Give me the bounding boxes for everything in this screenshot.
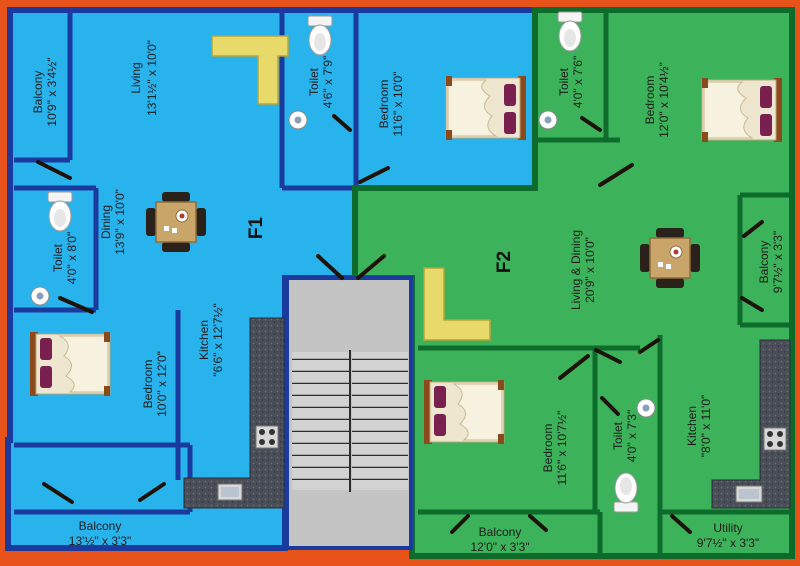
room-label-f2-balcony-side: Balcony 9'7½" x 3'3" <box>757 231 785 293</box>
svg-text:Balcony: Balcony <box>479 525 522 539</box>
svg-text:13'9" x 10'0": 13'9" x 10'0" <box>113 189 127 255</box>
svg-text:13'1½" x 10'0": 13'1½" x 10'0" <box>145 40 159 116</box>
svg-text:4'0" x 8'0": 4'0" x 8'0" <box>65 232 79 284</box>
room-label-f1-dining: Dining 13'9" x 10'0" <box>99 189 127 255</box>
room-label-f2-bedroom-bottom: Bedroom 11'6" x 10'7½" <box>541 411 569 486</box>
svg-text:Balcony: Balcony <box>31 71 45 114</box>
toilet-icon <box>47 191 73 232</box>
washbasin-icon <box>30 286 50 306</box>
svg-text:9'7½" x 3'3": 9'7½" x 3'3" <box>771 231 785 293</box>
room-label-f1-living: Living 13'1½" x 10'0" <box>129 40 159 116</box>
room-label-f1-balcony-bottom: Balcony 13'½" x 3'3" <box>69 519 131 548</box>
room-label-f1-bedroom-bottom: Bedroom 10'0" x 12'0" <box>141 351 169 417</box>
sink-icon <box>217 483 243 501</box>
room-label-f2-toilet-bottom: Toilet 4'0" x 7'3" <box>611 410 639 462</box>
svg-text:"8'0" x 11'0": "8'0" x 11'0" <box>699 395 713 458</box>
svg-text:Bedroom: Bedroom <box>141 360 155 409</box>
toilet-icon <box>613 472 639 513</box>
bed-icon <box>423 379 505 445</box>
room-label-f2-living-dining: Living & Dining 20'9" x 10'0" <box>569 230 597 310</box>
svg-text:"6'6" x 12'7½": "6'6" x 12'7½" <box>211 303 225 376</box>
svg-text:Bedroom: Bedroom <box>643 76 657 125</box>
svg-text:4'0" x 7'3": 4'0" x 7'3" <box>625 410 639 462</box>
svg-text:Balcony: Balcony <box>79 519 122 533</box>
svg-text:Kitchen: Kitchen <box>197 320 211 360</box>
svg-text:Living & Dining: Living & Dining <box>569 230 583 310</box>
washbasin-icon <box>636 398 656 418</box>
room-label-f2-bedroom-top: Bedroom 12'0" x 10'4½" <box>643 62 671 138</box>
svg-text:Toilet: Toilet <box>557 67 571 96</box>
f1-kitchen-counter <box>183 317 285 509</box>
f2-kitchen-counter <box>711 339 791 509</box>
svg-text:Bedroom: Bedroom <box>377 80 391 129</box>
room-label-f2-utility: Utility 9'7½" x 3'3" <box>697 521 759 550</box>
svg-text:Toilet: Toilet <box>307 67 321 96</box>
bed-icon <box>445 75 527 141</box>
door-swings <box>36 114 764 534</box>
svg-text:10'0" x 12'0": 10'0" x 12'0" <box>155 351 169 417</box>
room-label-f1-bedroom-top: Bedroom 11'6" x 10'0" <box>377 72 405 137</box>
svg-text:11'6" x 10'0": 11'6" x 10'0" <box>391 72 405 137</box>
svg-text:Balcony: Balcony <box>757 241 771 284</box>
svg-text:4'6" x 7'9": 4'6" x 7'9" <box>321 56 335 108</box>
svg-text:13'½" x 3'3": 13'½" x 3'3" <box>69 534 131 548</box>
svg-text:Toilet: Toilet <box>611 421 625 450</box>
svg-text:11'6" x 10'7½": 11'6" x 10'7½" <box>555 411 569 486</box>
unit-label-f1: F1 <box>246 216 267 239</box>
toilet-icon <box>557 11 583 52</box>
stove-icon <box>763 427 787 451</box>
unit-label-f2: F2 <box>494 251 515 273</box>
svg-text:12'0" x 10'4½": 12'0" x 10'4½" <box>657 62 671 138</box>
sofa-icon <box>423 267 491 341</box>
svg-text:Living: Living <box>129 62 143 93</box>
room-label-f1-toilet-left: Toilet 4'0" x 8'0" <box>51 232 79 284</box>
svg-text:9'7½" x 3'3": 9'7½" x 3'3" <box>697 536 759 550</box>
room-label-f1-toilet-top: Toilet 4'6" x 7'9" <box>307 56 335 108</box>
svg-text:12'0" x 3'3": 12'0" x 3'3" <box>470 540 529 554</box>
svg-text:Kitchen: Kitchen <box>685 406 699 446</box>
svg-text:10'9" x 3'4½": 10'9" x 3'4½" <box>45 57 59 126</box>
bed-icon <box>29 331 111 397</box>
stove-icon <box>255 425 279 449</box>
svg-text:Bedroom: Bedroom <box>541 424 555 473</box>
room-label-f1-balcony-side: Balcony 10'9" x 3'4½" <box>31 57 59 126</box>
sink-icon <box>735 485 763 503</box>
sofa-icon <box>211 35 289 105</box>
room-label-f2-balcony-bottom: Balcony 12'0" x 3'3" <box>470 525 529 554</box>
svg-text:Utility: Utility <box>713 521 742 535</box>
room-label-f2-kitchen: Kitchen "8'0" x 11'0" <box>685 395 713 458</box>
svg-text:4'0" x 7'6": 4'0" x 7'6" <box>571 56 585 108</box>
svg-text:Toilet: Toilet <box>51 243 65 272</box>
staircase-icon <box>285 276 413 550</box>
washbasin-icon <box>288 110 308 130</box>
room-label-f1-kitchen: Kitchen "6'6" x 12'7½" <box>197 303 225 376</box>
washbasin-icon <box>538 110 558 130</box>
svg-text:Dining: Dining <box>99 205 113 239</box>
room-label-f2-toilet-top: Toilet 4'0" x 7'6" <box>557 56 585 108</box>
toilet-icon <box>307 15 333 56</box>
svg-text:20'9" x 10'0": 20'9" x 10'0" <box>583 237 597 303</box>
bed-icon <box>701 77 783 143</box>
